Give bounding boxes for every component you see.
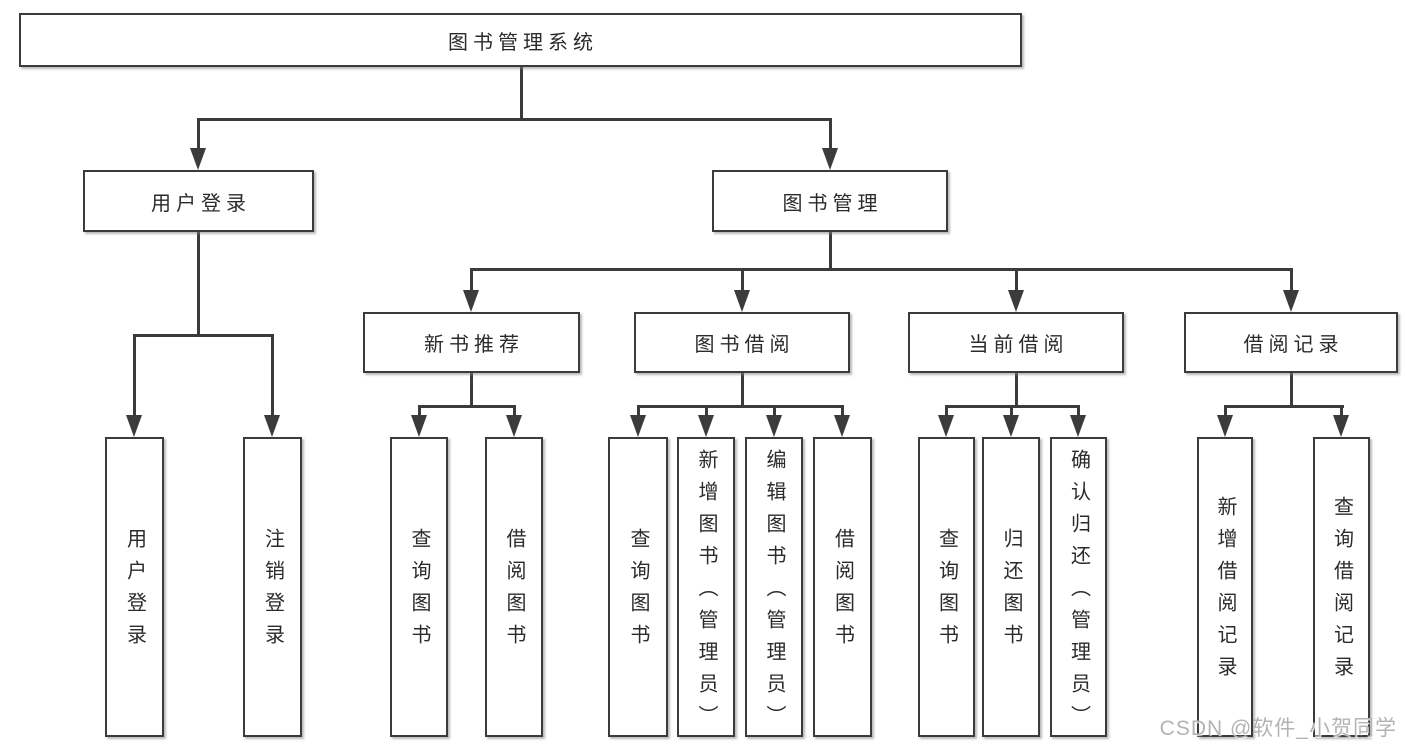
- leaf-query-books-current: 查询图书: [918, 437, 975, 737]
- leaf-label: 查询图书: [408, 528, 430, 656]
- arrowhead-rec-leaf1: [411, 415, 427, 437]
- connector-cur-leaf3-shaft: [1076, 405, 1080, 417]
- node-label: 图书管理系统: [448, 31, 598, 54]
- connector-recommend-bar: [417, 405, 516, 408]
- connector-level1-bar: [196, 118, 832, 121]
- node-label: 用户登录: [151, 192, 251, 215]
- node-current-borrow: 当前借阅: [908, 312, 1124, 373]
- leaf-label: 新增图书（管理员）: [695, 449, 717, 737]
- arrowhead-bor-leaf3: [766, 415, 782, 437]
- connector-level3-bar: [469, 268, 1293, 271]
- leaf-label: 查询借阅记录: [1330, 496, 1353, 688]
- leaf-label: 新增借阅记录: [1214, 496, 1236, 688]
- connector-borrow-drop: [740, 373, 744, 407]
- node-label: 图书管理: [782, 192, 883, 215]
- connector-rcd-leaf2-shaft: [1339, 405, 1343, 417]
- node-book-management: 图书管理: [712, 170, 948, 232]
- arrowhead-sec4: [1283, 290, 1299, 312]
- leaf-label: 归还图书: [1000, 528, 1022, 656]
- connector-records-drop: [1289, 373, 1293, 407]
- arrowhead-bor-leaf1: [630, 415, 646, 437]
- connector-bor-leaf1-shaft: [636, 405, 640, 417]
- leaf-add-borrow-record: 新增借阅记录: [1197, 437, 1253, 737]
- connector-book-mgmt-shaft: [828, 118, 832, 150]
- arrowhead-cur-leaf1: [938, 415, 954, 437]
- leaf-label: 查询图书: [627, 528, 649, 656]
- connector-login-bar: [132, 334, 274, 337]
- leaf-confirm-return-admin: 确认归还（管理员）: [1050, 437, 1107, 737]
- connector-current-drop: [1014, 373, 1018, 407]
- arrowhead-sec1: [463, 290, 479, 312]
- node-book-borrow: 图书借阅: [634, 312, 850, 373]
- leaf-label: 用户登录: [123, 528, 146, 656]
- leaf-logout: 注销登录: [243, 437, 302, 737]
- leaf-return-book: 归还图书: [982, 437, 1040, 737]
- leaf-query-books-recommend: 查询图书: [390, 437, 448, 737]
- leaf-label: 借阅图书: [503, 528, 525, 656]
- watermark-text: CSDN @软件_小贺同学: [1159, 717, 1397, 740]
- arrowhead-book-mgmt: [822, 148, 838, 170]
- node-label: 图书借阅: [694, 334, 795, 356]
- connector-recommend-drop: [469, 373, 473, 407]
- connector-rec-leaf1-shaft: [417, 405, 421, 417]
- arrowhead-sec2: [734, 290, 750, 312]
- node-library-management-system: 图书管理系统: [19, 13, 1022, 67]
- node-label: 当前借阅: [968, 334, 1069, 356]
- leaf-query-books-borrow: 查询图书: [608, 437, 668, 737]
- connector-bor-leaf4-shaft: [840, 405, 844, 417]
- leaf-user-login: 用户登录: [105, 437, 164, 737]
- arrowhead-bor-leaf2: [698, 415, 714, 437]
- connector-sec3-shaft: [1014, 268, 1018, 292]
- connector-cur-leaf2-shaft: [1009, 405, 1013, 417]
- arrowhead-cur-leaf3: [1070, 415, 1086, 437]
- leaf-label: 借阅图书: [831, 528, 854, 656]
- connector-rcd-leaf1-shaft: [1223, 405, 1227, 417]
- arrowhead-login-leaf1: [126, 415, 142, 437]
- connector-sec4-shaft: [1289, 268, 1293, 292]
- arrowhead-bor-leaf4: [834, 415, 850, 437]
- arrowhead-rec-leaf2: [506, 415, 522, 437]
- arrowhead-cur-leaf2: [1003, 415, 1019, 437]
- leaf-borrow-books-recommend: 借阅图书: [485, 437, 543, 737]
- connector-root-drop: [519, 67, 523, 120]
- leaf-label: 注销登录: [261, 528, 284, 656]
- arrowhead-user-login: [190, 148, 206, 170]
- connector-user-login-shaft: [196, 118, 200, 150]
- connector-mgmt-drop: [828, 232, 832, 270]
- node-borrow-records: 借阅记录: [1184, 312, 1398, 373]
- node-new-book-recommend: 新书推荐: [363, 312, 580, 373]
- leaf-label: 查询图书: [935, 528, 958, 656]
- leaf-borrow-books: 借阅图书: [813, 437, 872, 737]
- arrowhead-login-leaf2: [264, 415, 280, 437]
- leaf-label: 确认归还（管理员）: [1067, 449, 1090, 737]
- connector-login-leaf2-shaft: [270, 334, 274, 417]
- connector-bor-leaf2-shaft: [704, 405, 708, 417]
- connector-sec1-shaft: [469, 268, 473, 292]
- connector-sec2-shaft: [740, 268, 744, 292]
- node-label: 新书推荐: [424, 334, 524, 356]
- arrowhead-rcd-leaf1: [1217, 415, 1233, 437]
- connector-borrow-bar: [636, 405, 844, 408]
- arrowhead-sec3: [1008, 290, 1024, 312]
- node-user-login: 用户登录: [83, 170, 314, 232]
- arrowhead-rcd-leaf2: [1333, 415, 1349, 437]
- connector-records-bar: [1223, 405, 1344, 408]
- leaf-label: 编辑图书（管理员）: [763, 449, 785, 737]
- leaf-query-borrow-record: 查询借阅记录: [1313, 437, 1370, 737]
- connector-login-drop: [196, 232, 200, 336]
- connector-rec-leaf2-shaft: [512, 405, 516, 417]
- node-label: 借阅记录: [1243, 334, 1344, 356]
- connector-cur-leaf1-shaft: [944, 405, 948, 417]
- connector-login-leaf1-shaft: [132, 334, 136, 417]
- leaf-add-book-admin: 新增图书（管理员）: [677, 437, 735, 737]
- connector-bor-leaf3-shaft: [772, 405, 776, 417]
- leaf-edit-book-admin: 编辑图书（管理员）: [745, 437, 803, 737]
